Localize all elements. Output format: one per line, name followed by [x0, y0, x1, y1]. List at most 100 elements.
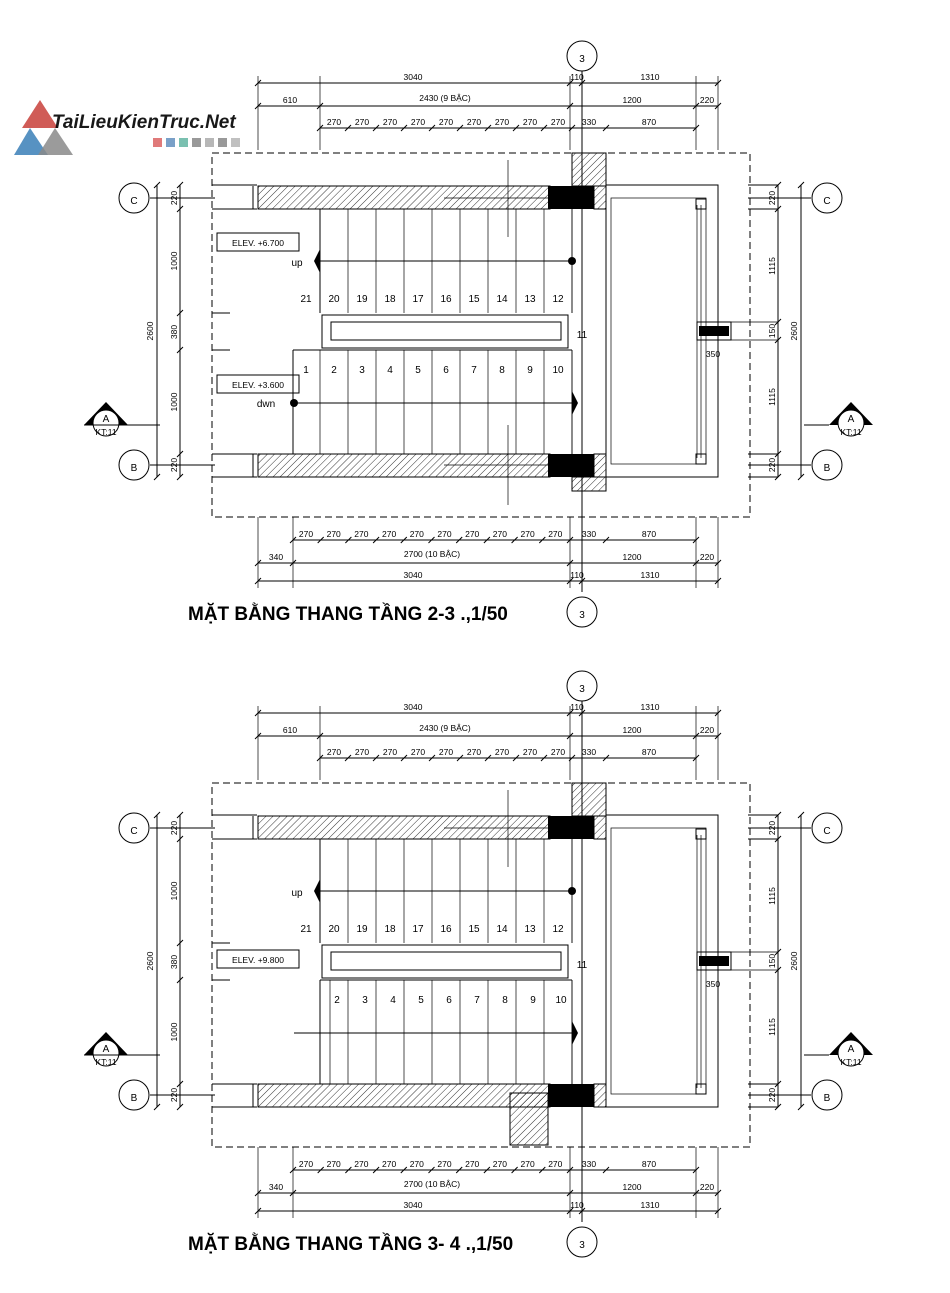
dim-edge-top: 220: [700, 95, 714, 105]
logo-color-bar: [205, 138, 214, 147]
dim-tread-bottom: 270: [354, 529, 368, 539]
grid-label-b-right: B: [824, 1093, 831, 1104]
dim-tread-bottom: 270: [521, 529, 535, 539]
dim-flight-top: 2430 (9 BẬC): [419, 93, 471, 103]
logo-shape-blue: [14, 128, 48, 155]
dim-left-total: 2600: [145, 951, 155, 970]
step-number: 14: [496, 924, 508, 935]
elevation-box-lower: [216, 949, 300, 969]
step-number: 3: [362, 995, 368, 1006]
grid-bubble-c-left: [118, 812, 150, 844]
dim-870-bottom: 870: [642, 529, 656, 539]
dimension-tick: [774, 181, 782, 189]
grid-bubble-3-bottom: [566, 1226, 598, 1258]
dimension-tick: [456, 124, 464, 132]
dimension-tick: [176, 976, 184, 984]
step-number: 17: [412, 924, 424, 935]
dimension-tick: [797, 1103, 805, 1111]
dim-tread-top: 270: [467, 117, 481, 127]
grid-bubble-b-right: [811, 1079, 843, 1111]
wall-top: [257, 815, 551, 840]
dim-tread-top: 270: [411, 747, 425, 757]
dim-tread-bottom: 270: [548, 1159, 562, 1169]
step-number: 5: [415, 365, 421, 376]
step-number: 12: [552, 294, 564, 305]
dimension-tick: [176, 346, 184, 354]
grid-label-c-right: C: [823, 826, 830, 837]
dim-right-bottom: 1310: [641, 570, 660, 580]
grid-label-c-right: C: [823, 196, 830, 207]
step-number: 7: [474, 995, 480, 1006]
dim-870-bottom: 870: [642, 1159, 656, 1169]
dim-right-lower: 1115: [767, 388, 777, 406]
dim-landing-top: 1200: [623, 95, 642, 105]
handrail-inner: [330, 951, 562, 971]
window-post-top: [695, 198, 707, 210]
step-number: 16: [440, 294, 452, 305]
section-letter-left: A: [103, 414, 110, 425]
slab-outline: [211, 782, 751, 1148]
grid-label-c-left: C: [130, 826, 137, 837]
dimension-tick: [456, 754, 464, 762]
handrail-well: [321, 314, 569, 349]
dim-tread-bottom: 270: [548, 529, 562, 539]
step-number: 20: [328, 294, 340, 305]
elevation-label-lower: ELEV. +9.800: [232, 955, 284, 965]
dim-870-top: 870: [642, 747, 656, 757]
dimension-tick: [176, 205, 184, 213]
dimension-tick: [400, 754, 408, 762]
dim-tread-top: 270: [523, 747, 537, 757]
dimension-tick: [400, 124, 408, 132]
dim-landing-top: 1200: [623, 725, 642, 735]
dim-right-wall-top: 220: [767, 821, 777, 835]
step-number: 19: [356, 924, 368, 935]
column-bottom: [548, 1084, 594, 1107]
dim-left-flight-top: 1000: [169, 881, 179, 900]
grid-label-3-top: 3: [579, 54, 585, 65]
dimension-tick: [176, 811, 184, 819]
dim-right-total: 2600: [789, 951, 799, 970]
dim-left-wall-bottom: 220: [169, 458, 179, 472]
elevation-label-upper: ELEV. +6.700: [232, 238, 284, 248]
section-letter-left: A: [103, 1044, 110, 1055]
handrail-inner: [330, 321, 562, 341]
step-number: 21: [300, 294, 312, 305]
dimension-tick: [484, 124, 492, 132]
dim-tread-top: 270: [383, 747, 397, 757]
landing-inner: [610, 197, 707, 465]
step-number: 5: [418, 995, 424, 1006]
logo-color-bar: [153, 138, 162, 147]
dim-tread-bottom: 270: [299, 1159, 313, 1169]
step-number: 9: [527, 365, 533, 376]
step-number-landing: 11: [577, 330, 588, 341]
logo-color-bar: [192, 138, 201, 147]
dimension-tick: [540, 124, 548, 132]
wall-stub-bottom: [509, 1092, 549, 1146]
walkline-start-dot: [568, 887, 576, 895]
window-sill: [699, 956, 729, 966]
landing-inner: [610, 827, 707, 1095]
grid-label-c-left: C: [130, 196, 137, 207]
dimension-tick: [176, 181, 184, 189]
dim-330-bottom: 330: [582, 1159, 596, 1169]
dim-mid-bottom: 110: [570, 1200, 584, 1210]
plan-title: MẶT BẰNG THANG TẦNG 3- 4 .,1/50: [188, 1233, 513, 1255]
step-number: 21: [300, 924, 312, 935]
dimension-tick: [512, 124, 520, 132]
elevation-box-lower: [216, 374, 300, 394]
step-number: 2: [331, 365, 337, 376]
dimension-tick: [511, 536, 518, 544]
dim-tread-bottom: 270: [299, 529, 313, 539]
step-number: 4: [390, 995, 396, 1006]
step-number: 19: [356, 294, 368, 305]
step-number: 13: [524, 294, 536, 305]
dim-right-wall-bottom: 220: [767, 458, 777, 472]
section-sheet-left: KT:11: [95, 427, 116, 437]
dim-tread-bottom: 270: [521, 1159, 535, 1169]
dimension-tick: [602, 124, 610, 132]
dim-left-bottom: 340: [269, 1182, 283, 1192]
dim-mid-top: 110: [570, 702, 584, 712]
dim-tread-top: 270: [383, 117, 397, 127]
dimension-tick: [176, 1103, 184, 1111]
dimension-tick: [428, 124, 436, 132]
